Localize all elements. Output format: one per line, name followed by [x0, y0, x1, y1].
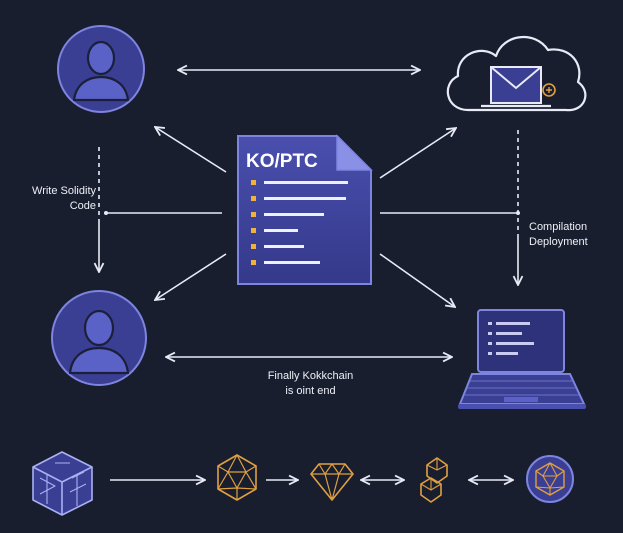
chain-link-icon — [420, 457, 448, 503]
write-code-label: Write Solidity Code — [14, 184, 96, 214]
write-code-line2: Code — [69, 200, 96, 212]
cube-icon — [32, 451, 93, 516]
write-code-line1: Write Solidity — [32, 185, 96, 197]
laptop-node — [458, 309, 586, 409]
final-line2: is oint end — [285, 385, 336, 397]
icosahedron-icon — [217, 454, 257, 501]
arrow-doc-to-laptop — [379, 253, 455, 307]
document-title: KO/PTC — [246, 151, 318, 172]
user-top-icon — [72, 40, 130, 102]
user-bottom-node — [51, 290, 147, 386]
user-top-node — [57, 25, 145, 113]
gem-icon — [310, 463, 354, 501]
cloud-mail-icon — [446, 35, 587, 112]
circle-icosahedron-icon — [526, 455, 574, 503]
cloud-mail-node — [446, 35, 587, 112]
document-lines — [251, 180, 348, 265]
compilation-deployment-label: Compilation Deployment — [529, 220, 619, 250]
laptop-screen — [477, 309, 565, 373]
arrow-doc-to-user-top — [155, 127, 227, 173]
final-label: Finally Kokkchain is oint end — [248, 369, 373, 399]
junction-left — [104, 211, 108, 215]
deployment-line: Deployment — [529, 236, 588, 248]
user-bottom-icon — [68, 309, 130, 375]
arrow-doc-to-user-bottom — [155, 253, 227, 300]
document-node: KO/PTC — [237, 134, 373, 285]
arrow-doc-to-cloud — [379, 128, 456, 179]
laptop-code-lines — [488, 322, 534, 355]
final-line1: Finally Kokkchain — [267, 370, 354, 382]
compilation-line: Compilation — [529, 221, 588, 233]
chain-row — [32, 451, 574, 516]
arrows — [99, 70, 520, 357]
